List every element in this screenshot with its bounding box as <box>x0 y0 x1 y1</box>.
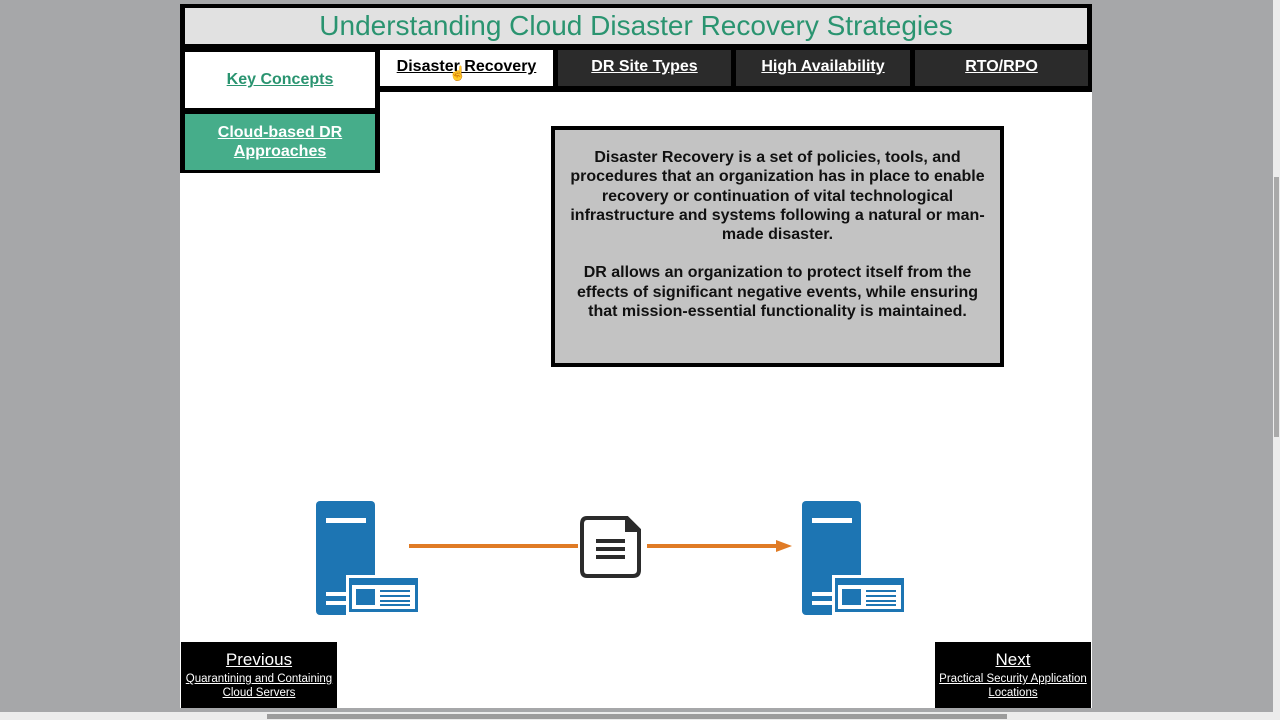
tab-dr-site-types[interactable]: DR Site Types <box>558 50 731 86</box>
horizontal-scrollbar-thumb[interactable] <box>267 714 1007 719</box>
tab-disaster-recovery[interactable]: Disaster Recovery <box>380 50 553 86</box>
vertical-scrollbar-thumb[interactable] <box>1274 177 1279 437</box>
horizontal-scrollbar[interactable] <box>0 712 1280 720</box>
next-title: Practical Security Application Locations <box>939 673 1087 699</box>
sidebar: Key Concepts Cloud-based DR Approaches <box>180 48 380 173</box>
vertical-scrollbar[interactable] <box>1273 0 1280 712</box>
title-bar: Understanding Cloud Disaster Recovery St… <box>180 4 1092 48</box>
tab-bar: Disaster Recovery DR Site Types High Ava… <box>376 48 1092 92</box>
dr-diagram <box>316 501 907 615</box>
sidebar-item-cloud-dr-approaches[interactable]: Cloud-based DR Approaches <box>185 114 375 170</box>
document-icon <box>580 516 641 578</box>
definition-panel: Disaster Recovery is a set of policies, … <box>551 126 1004 367</box>
tab-rto-rpo[interactable]: RTO/RPO <box>915 50 1088 86</box>
definition-paragraph: Disaster Recovery is a set of policies, … <box>570 149 985 244</box>
source-server-icon <box>316 501 421 615</box>
next-button[interactable]: Next Practical Security Application Loca… <box>935 642 1091 708</box>
sidebar-item-label: Key Concepts <box>226 71 334 88</box>
previous-title: Quarantining and Containing Cloud Server… <box>185 673 333 699</box>
hand-cursor-icon: ☝ <box>449 65 467 81</box>
lesson-stage: Understanding Cloud Disaster Recovery St… <box>180 4 1092 708</box>
definition-paragraph: DR allows an organization to protect its… <box>577 264 978 321</box>
page-title: Understanding Cloud Disaster Recovery St… <box>185 8 1087 44</box>
previous-button[interactable]: Previous Quarantining and Containing Clo… <box>181 642 337 708</box>
next-label: Next <box>995 650 1031 669</box>
arrow-head-icon <box>776 540 792 552</box>
previous-label: Previous <box>225 650 293 669</box>
sidebar-item-key-concepts[interactable]: Key Concepts <box>185 52 375 108</box>
sidebar-item-label: Cloud-based DR Approaches <box>217 124 343 160</box>
target-server-icon <box>802 501 907 615</box>
tab-high-availability[interactable]: High Availability <box>736 50 910 86</box>
